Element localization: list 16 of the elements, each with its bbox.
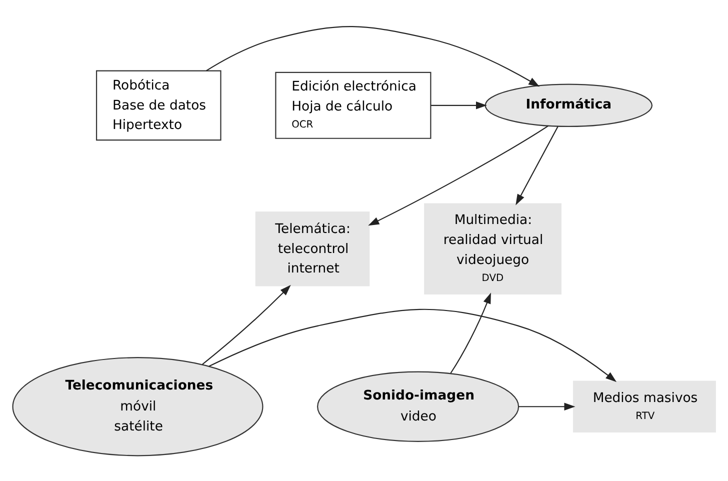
arrow — [206, 26, 540, 86]
node-box: Multimedia: realidad virtual videojuego DVD — [424, 202, 562, 294]
node-box: Telemática: telecontrol internet — [255, 210, 370, 286]
node-box: Robótica Base de datos Hipertexto — [96, 70, 222, 140]
node-box: Medios masivos RTV — [573, 380, 716, 432]
arrow — [208, 308, 617, 382]
arrow — [368, 124, 549, 226]
node-ellipse: Informática — [484, 83, 653, 127]
arrow — [518, 402, 576, 410]
arrow — [516, 126, 558, 205]
arrow — [450, 292, 491, 373]
node-ellipse: Telecomunicaciones móvil satélite — [12, 356, 264, 456]
node-box: Edición electrónica Hoja de cálculo OCR — [275, 71, 432, 138]
node-ellipse: Sonido-imagen video — [317, 370, 520, 442]
arrow — [202, 284, 291, 364]
arrow — [431, 101, 487, 109]
